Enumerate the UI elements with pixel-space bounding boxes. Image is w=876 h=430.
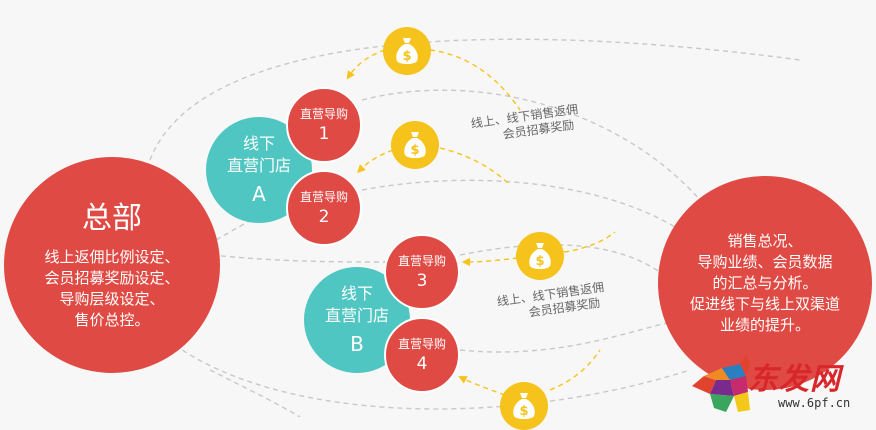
guide-number: 3 (416, 270, 428, 291)
svg-text:$: $ (519, 404, 528, 419)
dashed-arc-g3-summary (459, 244, 671, 281)
svg-text:$: $ (410, 143, 419, 158)
coin-arrow-1-tail (429, 49, 521, 111)
money-bag-icon: $ (391, 121, 439, 169)
guide-label: 直营导购 (299, 189, 348, 204)
dashed-arc-hq-g3 (211, 254, 387, 263)
dashed-arc-g1-summary (361, 89, 701, 201)
guide-label: 直营导购 (397, 336, 446, 351)
headquarters-title: 总部 (82, 201, 142, 236)
headquarters-line: 线上返佣比例设定、 (44, 248, 180, 266)
money-bag-icon: $ (516, 232, 564, 280)
money-bag-shape: $ (513, 393, 535, 419)
guide-4-circle: 直营导购 4 (384, 317, 460, 393)
headquarters-line: 售价总控。 (74, 311, 150, 329)
guide-label: 直营导购 (299, 106, 348, 121)
coin-arrow-4 (458, 376, 506, 396)
money-bag-shape: $ (529, 243, 551, 269)
guide-3-circle: 直营导购 3 (384, 234, 460, 310)
summary-line: 销售总况、 (727, 231, 803, 250)
headquarters-line: 导购层级设定、 (59, 290, 165, 308)
svg-text:$: $ (402, 49, 411, 64)
headquarters-line: 会员招募奖励设定、 (44, 269, 180, 287)
site-logo-url: www.6pf.cn (778, 396, 851, 410)
headquarters-description: 线上返佣比例设定、 会员招募奖励设定、 导购层级设定、 售价总控。 (44, 247, 179, 331)
summary-circle: 销售总况、 导购业绩、会员数据 的汇总与分析。 促进线下与线上双渠道 业绩的提升… (658, 176, 872, 390)
coin-arrow-4-tail (549, 349, 601, 391)
coin-arrow-2-tail (439, 147, 511, 186)
store-letter: A (252, 182, 266, 206)
coin-arrow-1 (346, 49, 386, 80)
guide-1-circle: 直营导购 1 (286, 87, 362, 163)
guide-number: 2 (318, 206, 330, 227)
summary-description: 销售总况、 导购业绩、会员数据 的汇总与分析。 促进线下与线上双渠道 业绩的提升… (690, 231, 840, 336)
dashed-arc-g2-summary (361, 179, 681, 231)
summary-line: 导购业绩、会员数据 (697, 252, 833, 271)
money-bag-shape: $ (396, 38, 418, 64)
summary-line: 业绩的提升。 (719, 315, 810, 334)
dashed-arc-lower (209, 369, 301, 417)
store-label: 直营门店 (324, 306, 389, 325)
bull-logo-icon (692, 354, 750, 412)
dashed-arc-g4-summary (459, 319, 681, 353)
coin-arrow-2 (357, 149, 394, 173)
summary-line: 促进线下与线上双渠道 (689, 294, 840, 313)
store-label: 直营门店 (226, 156, 291, 175)
guide-label: 直营导购 (397, 253, 446, 268)
connector-lines (149, 38, 801, 417)
money-bag-icon: $ (383, 27, 431, 75)
coin-arrow-3 (461, 257, 519, 267)
dashed-arc-top (149, 38, 801, 161)
money-bag-shape: $ (404, 132, 426, 158)
guide-2-circle: 直营导购 2 (286, 170, 362, 246)
store-label: 线下 (242, 134, 275, 153)
store-label: 线下 (340, 284, 373, 303)
guide-number: 4 (416, 353, 428, 374)
dashed-arc-bottom (174, 344, 691, 410)
guide-number: 1 (318, 123, 330, 144)
headquarters-circle: 总部 线上返佣比例设定、 会员招募奖励设定、 导购层级设定、 售价总控。 (4, 157, 220, 373)
money-bag-icon: $ (500, 382, 548, 430)
coin-arrow-3-tail (563, 231, 616, 253)
svg-text:$: $ (535, 254, 544, 269)
site-logo-text: 东发网 (748, 362, 841, 397)
store-letter: B (350, 332, 364, 356)
summary-line: 的汇总与分析。 (712, 273, 818, 292)
